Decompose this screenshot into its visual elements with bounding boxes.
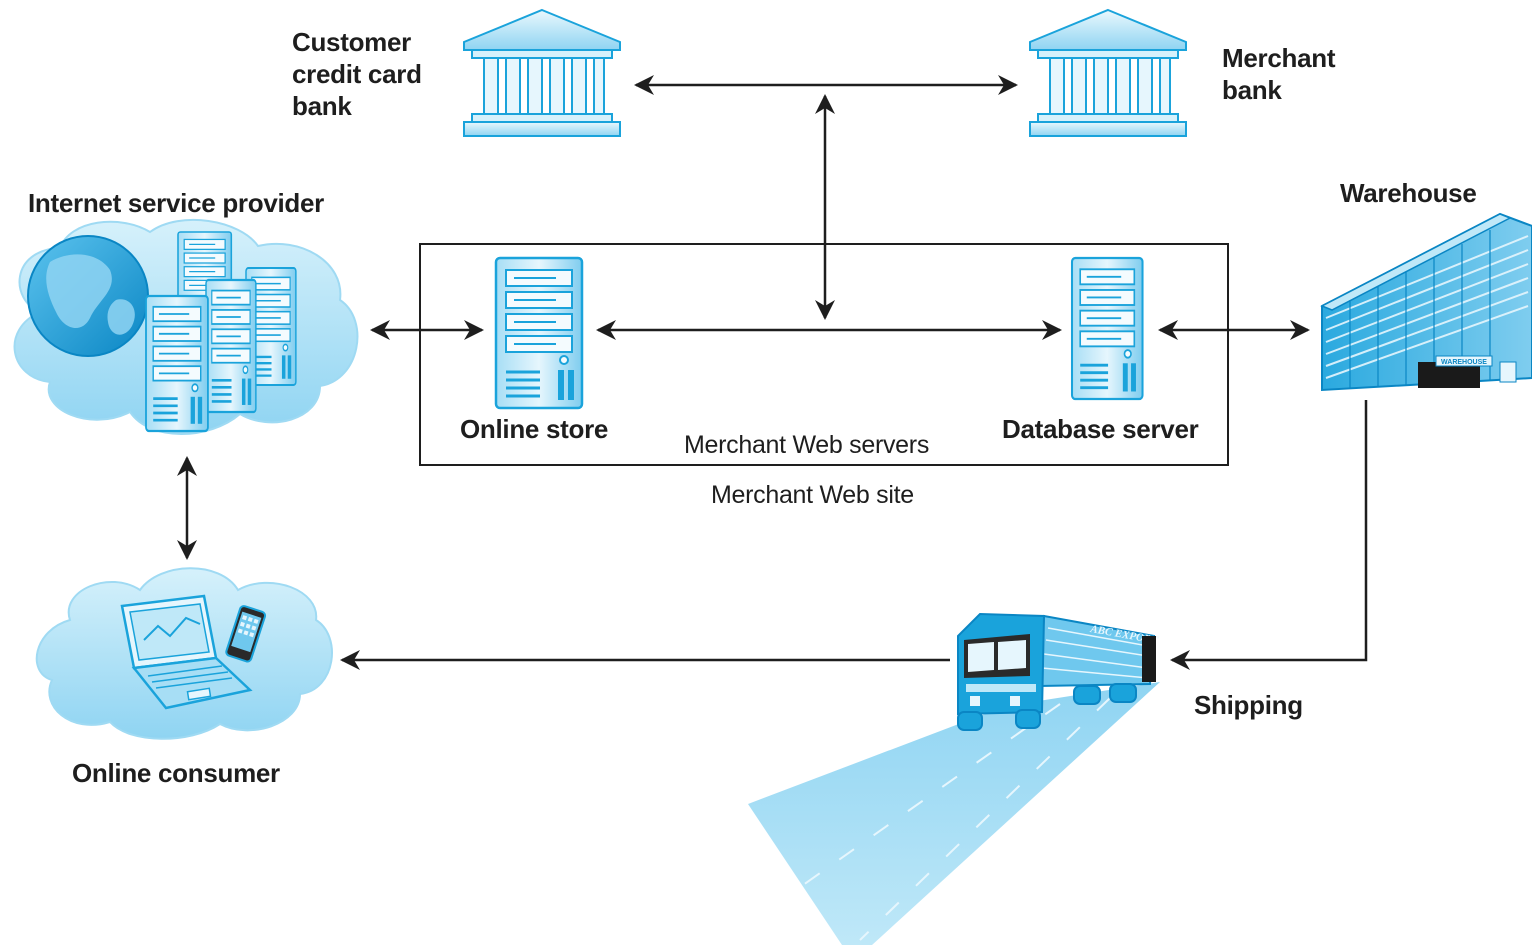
online-store-label: Online store [460, 414, 609, 444]
isp-cluster [13, 219, 359, 435]
bank-icon [1029, 9, 1187, 137]
warehouse-sign: WAREHOUSE [1441, 359, 1487, 366]
database-server-label: Database server [1002, 414, 1199, 444]
warehouse-to-shipping-arrow [1170, 400, 1368, 670]
server-icon [204, 278, 258, 414]
customer-bank-label: Customer credit card bank [292, 27, 422, 121]
globe-icon [27, 235, 149, 357]
warehouse-icon: WAREHOUSE [1320, 212, 1532, 392]
server-icon [494, 256, 584, 410]
merchant-bank-label: Merchant bank [1222, 43, 1336, 105]
merchant-web-servers-label: Merchant Web servers [684, 431, 930, 459]
isp-label: Internet service provider [28, 188, 324, 218]
merchant-web-site-label: Merchant Web site [711, 481, 914, 509]
truck-icon: ABC EXPORT [957, 612, 1160, 731]
shipping-label: Shipping [1194, 690, 1303, 720]
consumer-cluster [35, 567, 333, 740]
server-icon [1070, 256, 1144, 401]
laptop-icon [120, 594, 253, 710]
bank-icon [463, 9, 621, 137]
server-icon [144, 294, 210, 433]
phone-icon [225, 605, 267, 663]
road-icon [748, 682, 1160, 945]
warehouse-label: Warehouse [1340, 178, 1477, 208]
online-consumer-label: Online consumer [72, 758, 280, 788]
